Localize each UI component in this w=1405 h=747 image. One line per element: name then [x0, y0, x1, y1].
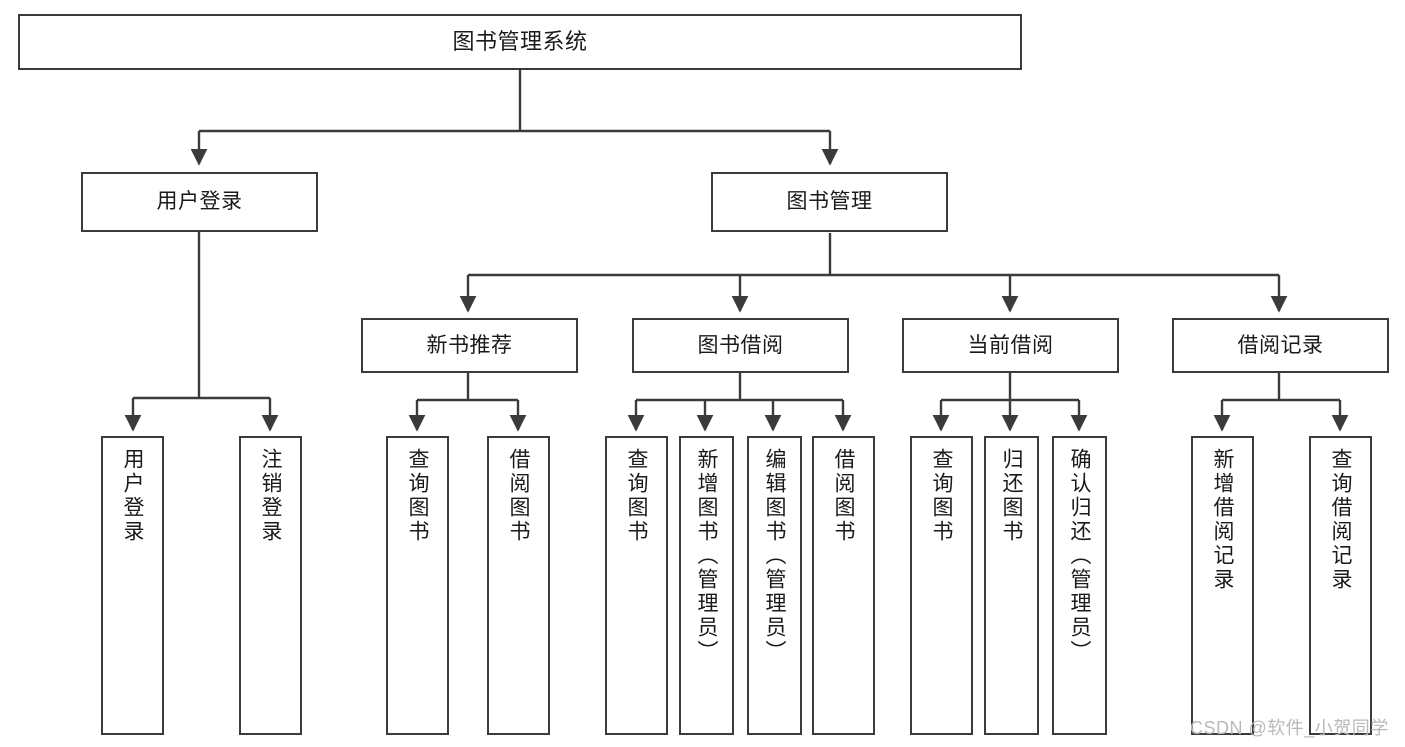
leaf-borrow-book[interactable]: 借阅图书: [812, 436, 875, 735]
leaf-query-book-new[interactable]: 查询图书: [386, 436, 449, 735]
node-label: 用户登录: [156, 190, 243, 214]
node-user-login[interactable]: 用户登录: [81, 172, 318, 232]
leaf-query-book-borrow[interactable]: 查询图书: [605, 436, 668, 735]
node-label: 借阅记录: [1237, 333, 1324, 357]
node-label: 图书借阅: [697, 333, 784, 357]
node-label: 新增借阅记录: [1211, 448, 1234, 592]
node-label: 图书管理系统: [452, 28, 588, 54]
node-label: 编辑图书（管理员）: [763, 448, 786, 664]
node-label: 用户登录: [121, 448, 144, 544]
node-label: 当前借阅: [967, 333, 1054, 357]
leaf-borrow-book-new[interactable]: 借阅图书: [487, 436, 550, 735]
leaf-confirm-return-admin[interactable]: 确认归还（管理员）: [1052, 436, 1107, 735]
node-label: 查询图书: [625, 448, 648, 544]
node-label: 查询借阅记录: [1329, 448, 1352, 592]
node-label: 注销登录: [259, 448, 282, 544]
leaf-query-borrow-record[interactable]: 查询借阅记录: [1309, 436, 1372, 735]
node-new-book-recommend[interactable]: 新书推荐: [361, 318, 578, 373]
node-book-borrow[interactable]: 图书借阅: [632, 318, 849, 373]
node-label: 新增图书（管理员）: [695, 448, 718, 664]
node-label: 借阅图书: [507, 448, 530, 544]
node-label: 确认归还（管理员）: [1068, 448, 1091, 664]
node-borrow-record[interactable]: 借阅记录: [1172, 318, 1389, 373]
node-label: 图书管理: [786, 190, 873, 214]
leaf-logout[interactable]: 注销登录: [239, 436, 302, 735]
watermark-text: CSDN @软件_小贺同学: [1190, 718, 1389, 738]
leaf-return-book[interactable]: 归还图书: [984, 436, 1039, 735]
leaf-query-book-current[interactable]: 查询图书: [910, 436, 973, 735]
node-book-management[interactable]: 图书管理: [711, 172, 948, 232]
node-label: 查询图书: [930, 448, 953, 544]
leaf-add-book-admin[interactable]: 新增图书（管理员）: [679, 436, 734, 735]
leaf-edit-book-admin[interactable]: 编辑图书（管理员）: [747, 436, 802, 735]
node-label: 新书推荐: [426, 333, 513, 357]
node-root-system[interactable]: 图书管理系统: [18, 14, 1022, 70]
leaf-add-borrow-record[interactable]: 新增借阅记录: [1191, 436, 1254, 735]
node-label: 归还图书: [1000, 448, 1023, 544]
leaf-user-login[interactable]: 用户登录: [101, 436, 164, 735]
node-label: 查询图书: [406, 448, 429, 544]
node-label: 借阅图书: [832, 448, 855, 544]
node-current-borrow[interactable]: 当前借阅: [902, 318, 1119, 373]
